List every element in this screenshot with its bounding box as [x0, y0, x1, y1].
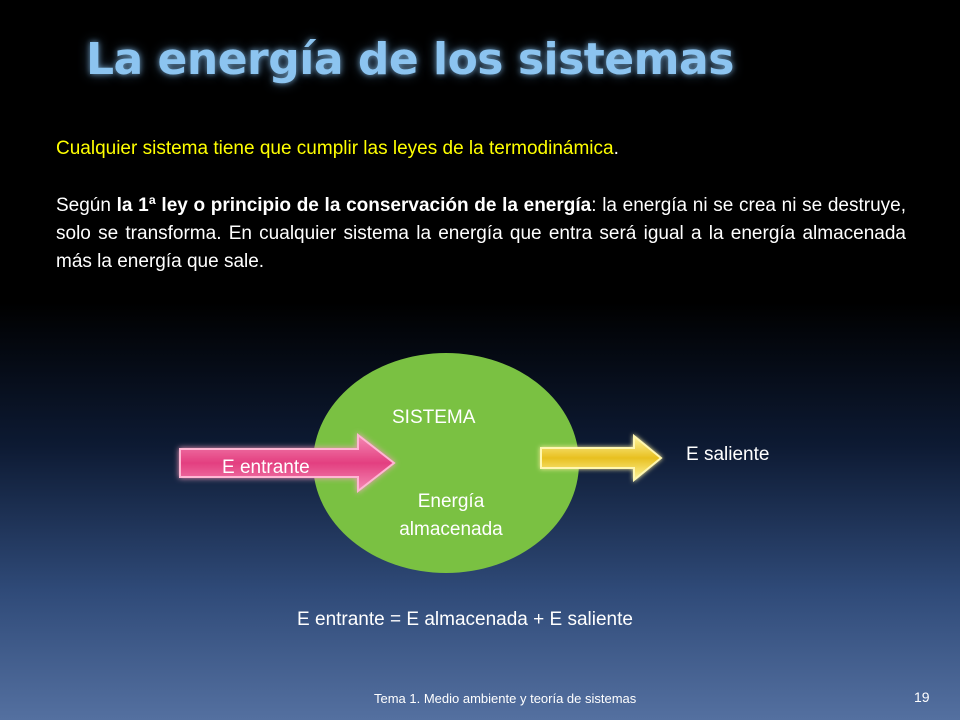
- stored-energy-line1: Energía: [417, 491, 485, 512]
- input-arrow: [179, 432, 396, 494]
- intro-period: .: [613, 138, 619, 159]
- stored-energy-line2: almacenada: [399, 519, 503, 540]
- output-energy-label: E saliente: [686, 444, 770, 465]
- para-body: : la energía ni se crea ni se destruye, …: [56, 195, 906, 272]
- slide-title: La energía de los sistemas: [86, 34, 734, 85]
- intro-sentence: Cualquier sistema tiene que cumplir las …: [56, 138, 614, 159]
- stored-energy-label: Energía almacenada: [376, 488, 526, 544]
- output-arrow: [540, 433, 663, 483]
- para-prefix: Según: [56, 195, 117, 216]
- footer-text: Tema 1. Medio ambiente y teoría de siste…: [374, 691, 637, 706]
- law-name: la 1ª ley o principio de la conservación…: [116, 195, 592, 216]
- energy-equation: E entrante = E almacenada + E saliente: [297, 609, 633, 630]
- input-energy-label: E entrante: [222, 457, 310, 478]
- intro-text: Cualquier sistema tiene que cumplir las …: [56, 138, 619, 160]
- law-paragraph: Según la 1ª ley o principio de la conser…: [56, 192, 906, 276]
- page-number: 19: [914, 689, 930, 705]
- system-label: SISTEMA: [392, 407, 476, 428]
